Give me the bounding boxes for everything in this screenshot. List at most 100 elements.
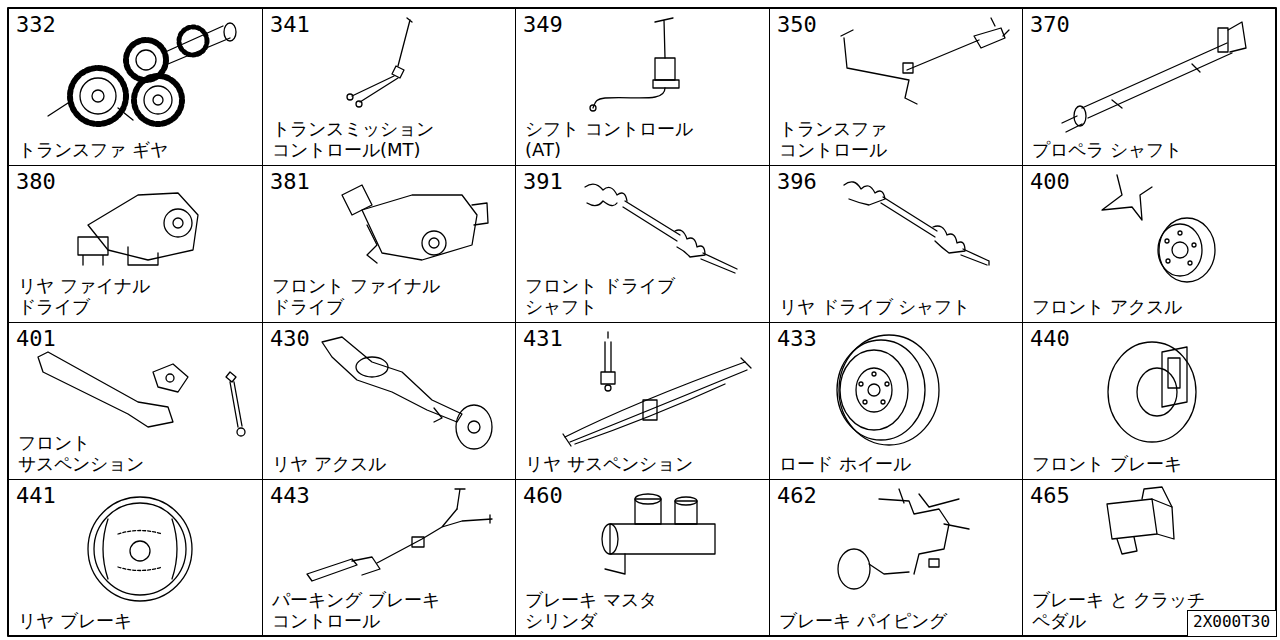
transfer-gear-figure — [48, 23, 236, 124]
drawing-stroke — [879, 499, 949, 574]
drawing-stroke — [224, 23, 236, 41]
section-label: フロント ドライブ シャフト — [525, 275, 687, 318]
drawing-stroke — [653, 80, 679, 88]
catalog-cell: 391 フロント ドライブ シャフト — [515, 165, 770, 323]
section-label: ブレーキ マスタ シリンダ — [525, 589, 669, 632]
catalog-cell: 350トランスファ コントロール — [769, 8, 1023, 166]
at-selector-figure — [590, 18, 679, 111]
section-label: リヤ ブレーキ — [18, 610, 132, 632]
drawing-stroke — [434, 408, 442, 422]
section-label: プロペラ シャフト — [1032, 139, 1182, 161]
catalog-cell: 400フロント アクスル — [1022, 165, 1277, 323]
drawing-stroke — [472, 203, 488, 225]
section-number: 433 — [777, 328, 817, 350]
pedal-figure — [1107, 487, 1174, 554]
drawing-stroke — [881, 197, 937, 237]
road-wheel-figure — [837, 335, 939, 445]
section-number: 350 — [777, 14, 817, 36]
drawing-stroke — [118, 531, 162, 535]
drawing-stroke — [173, 218, 183, 228]
drawing-stroke — [92, 90, 104, 102]
drawing-stroke — [675, 230, 705, 257]
drawing-stroke — [128, 247, 158, 265]
drawing-stroke — [1166, 259, 1170, 263]
drawing-stroke — [1137, 368, 1177, 416]
section-number: 396 — [777, 171, 817, 193]
drawing-stroke — [1159, 218, 1215, 282]
section-number: 349 — [523, 14, 563, 36]
front-final-drive-figure — [342, 185, 488, 263]
drawing-stroke — [1192, 243, 1196, 247]
shift-lever-figure — [347, 18, 412, 107]
drawing-stroke — [70, 68, 126, 124]
section-label: フロント ブレーキ — [1032, 453, 1182, 475]
drawing-stroke — [237, 428, 245, 436]
catalog-cell: 349 シフト コントロール (AT) — [515, 8, 770, 166]
drawing-stroke — [88, 193, 198, 260]
section-number: 400 — [1030, 171, 1070, 193]
drawing-stroke — [1165, 239, 1169, 243]
drawing-stroke — [655, 58, 675, 80]
drawing-stroke — [356, 101, 362, 107]
drawing-stroke — [1082, 43, 1232, 118]
drawing-stroke — [377, 509, 492, 563]
section-label: リヤ ドライブ シャフト — [779, 296, 970, 318]
drawing-stroke — [1168, 358, 1180, 388]
drawing-stroke — [362, 195, 477, 260]
drawing-stroke — [1158, 224, 1202, 276]
drawing-stroke — [1172, 242, 1188, 258]
catalog-cell: 441 リヤ ブレーキ — [8, 479, 263, 637]
catalog-cell: 431リヤ サスペンション — [515, 322, 770, 480]
catalog-cell: 370プロペラ シャフト — [1022, 8, 1277, 166]
drawing-stroke — [868, 384, 880, 396]
catalog-cell: 462 ブレーキ パイピング — [769, 479, 1023, 637]
section-number: 462 — [777, 485, 817, 507]
section-number: 431 — [523, 328, 563, 350]
drawing-stroke — [356, 357, 388, 377]
drawing-stroke — [153, 364, 188, 392]
drawing-stroke — [468, 421, 480, 433]
drawing-stroke — [80, 78, 116, 114]
drawing-stroke — [347, 94, 353, 100]
drawing-stroke — [118, 567, 162, 571]
catalog-cell: 433ロード ホイール — [769, 322, 1023, 480]
section-number: 465 — [1030, 485, 1070, 507]
drawing-stroke — [899, 489, 969, 529]
drawing-stroke — [602, 524, 618, 554]
catalog-cell: 443パーキング ブレーキ コントロール — [262, 479, 516, 637]
section-number: 441 — [16, 485, 56, 507]
drawing-stroke — [179, 27, 207, 55]
drawing-stroke — [1142, 487, 1172, 507]
drawing-stroke — [961, 249, 989, 265]
drawing-code: 2X000T30 — [1187, 610, 1277, 637]
section-number: 460 — [523, 485, 563, 507]
drawing-stroke — [885, 382, 889, 386]
transfer-control-figure — [841, 18, 1009, 104]
drawing-stroke — [456, 405, 492, 449]
drawing-stroke — [863, 400, 867, 404]
drawing-stroke — [839, 335, 939, 445]
section-number: 391 — [523, 171, 563, 193]
propeller-shaft-figure — [1062, 22, 1246, 132]
drawing-stroke — [623, 201, 680, 241]
section-label: ブレーキ パイピング — [779, 610, 947, 632]
master-cylinder-figure — [602, 494, 715, 574]
catalog-cell: 460 ブレーキ マスタ シリンダ — [515, 479, 770, 637]
section-number: 332 — [16, 14, 56, 36]
catalog-cell: 440フロント ブレーキ — [1022, 322, 1277, 480]
section-number: 380 — [16, 171, 56, 193]
drawing-stroke — [134, 76, 182, 124]
drawing-stroke — [585, 184, 627, 201]
drawing-stroke — [1102, 175, 1152, 220]
drawing-stroke — [1107, 499, 1157, 539]
drawing-stroke — [840, 350, 908, 430]
section-label: シフト コントロール (AT) — [525, 118, 705, 161]
drawing-stroke — [841, 30, 917, 104]
drawing-stroke — [1108, 342, 1196, 442]
catalog-cell: 396 リヤ ドライブ シャフト — [769, 165, 1023, 323]
drawing-stroke — [605, 554, 625, 574]
catalog-cell: 430リヤ アクスル — [262, 322, 516, 480]
drawing-stroke — [94, 503, 186, 595]
drawing-stroke — [872, 372, 876, 376]
